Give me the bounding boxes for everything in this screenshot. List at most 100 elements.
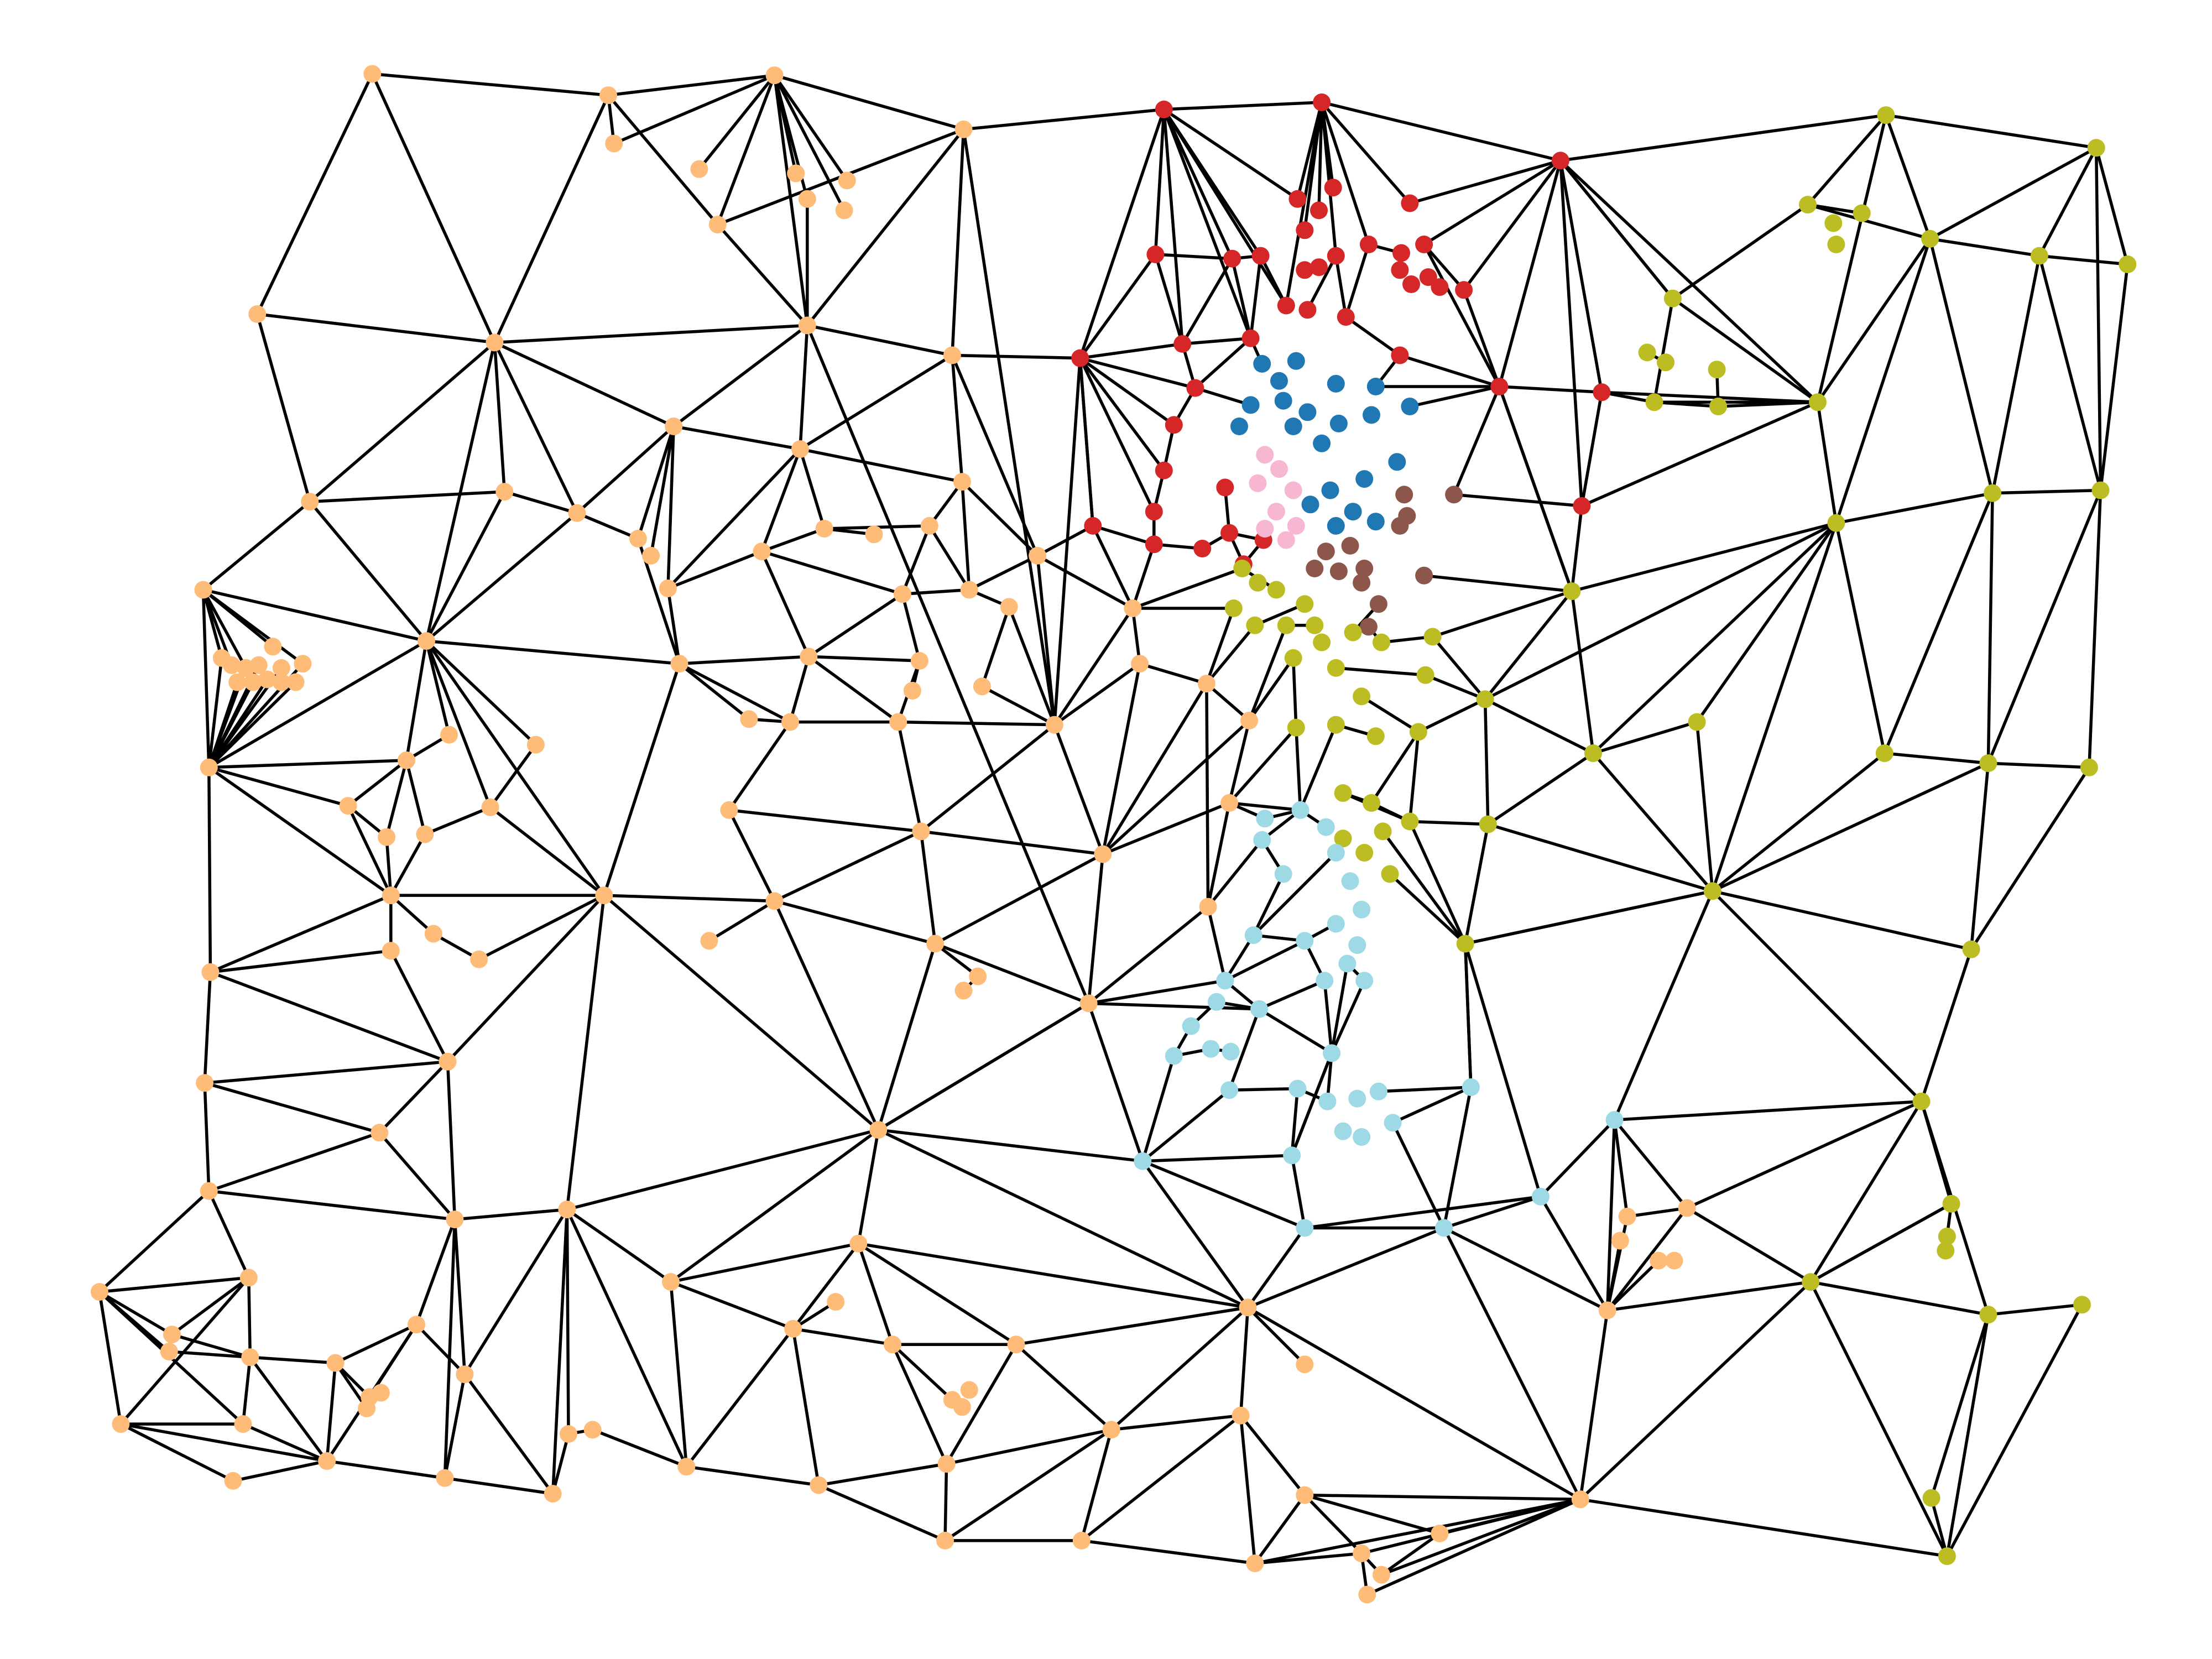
graph-edge bbox=[1053, 723, 1105, 856]
graph-node-orange bbox=[973, 677, 991, 696]
graph-node-orange bbox=[470, 950, 488, 968]
graph-edge bbox=[119, 1422, 235, 1483]
graph-node-olive bbox=[2119, 255, 2137, 273]
graph-edge bbox=[1711, 752, 1886, 893]
graph-edge bbox=[1087, 979, 1227, 1005]
graph-edge bbox=[1228, 1087, 1300, 1092]
graph-node-brown bbox=[1359, 618, 1378, 636]
graph-node-orange bbox=[1598, 1301, 1616, 1319]
graph-node-orange bbox=[953, 473, 971, 491]
graph-node-olive bbox=[1938, 1547, 1956, 1566]
graph-node-orange bbox=[665, 418, 683, 435]
graph-edge bbox=[857, 1128, 880, 1245]
graph-edge bbox=[201, 500, 312, 592]
graph-node-cyan bbox=[1384, 1114, 1402, 1132]
graph-node-orange bbox=[363, 65, 382, 83]
graph-edge bbox=[1101, 719, 1251, 856]
graph-node-olive bbox=[1912, 1092, 1931, 1110]
graph-node-orange bbox=[740, 710, 758, 728]
graph-edge bbox=[2099, 263, 2130, 492]
graph-edge bbox=[1486, 822, 1714, 893]
graph-edge bbox=[1101, 662, 1141, 856]
graph-edge bbox=[1483, 589, 1574, 701]
edge-layer bbox=[98, 72, 2130, 1597]
graph-node-olive bbox=[1284, 649, 1302, 667]
graph-edge bbox=[901, 592, 921, 662]
graph-edge bbox=[1417, 697, 1487, 734]
graph-node-orange bbox=[662, 1273, 680, 1291]
graph-edge bbox=[415, 1218, 457, 1326]
graph-node-orange bbox=[372, 1384, 390, 1402]
graph-edge bbox=[637, 425, 675, 540]
graph-node-orange bbox=[720, 801, 738, 819]
graph-node-orange bbox=[163, 1326, 181, 1344]
graph-edge bbox=[1613, 889, 1714, 1121]
graph-edge bbox=[425, 639, 606, 897]
graph-edge bbox=[1559, 159, 1604, 394]
graph-edge bbox=[565, 894, 606, 1211]
graph-node-orange bbox=[1072, 1531, 1091, 1550]
graph-edge bbox=[425, 639, 538, 747]
graph-node-olive bbox=[1938, 1227, 1956, 1245]
graph-edge bbox=[1249, 254, 1262, 340]
graph-node-orange bbox=[659, 580, 677, 597]
graph-node-orange bbox=[416, 825, 434, 843]
graph-edge bbox=[1091, 524, 1135, 610]
graph-edge bbox=[453, 1208, 569, 1221]
graph-node-orange bbox=[398, 751, 415, 769]
graph-edge bbox=[443, 1373, 467, 1480]
graph-node-orange bbox=[884, 1335, 901, 1354]
graph-edge bbox=[1303, 1493, 1442, 1535]
graph-edge bbox=[1483, 697, 1595, 755]
graph-edge bbox=[791, 1327, 821, 1487]
graph-edge bbox=[672, 324, 809, 428]
graph-node-cyan bbox=[1462, 1078, 1480, 1096]
graph-node-blue bbox=[1327, 517, 1345, 535]
graph-node-orange bbox=[249, 656, 268, 674]
graph-edge bbox=[1463, 942, 1473, 1089]
graph-node-orange bbox=[241, 1348, 259, 1366]
graph-node-olive bbox=[1875, 744, 1893, 763]
graph-edge bbox=[1605, 1206, 1689, 1312]
graph-node-orange bbox=[910, 652, 928, 670]
graph-node-red bbox=[1573, 497, 1591, 515]
graph-edge bbox=[1014, 1306, 1250, 1346]
graph-edge bbox=[685, 1327, 795, 1468]
graph-edge bbox=[1559, 159, 1674, 300]
graph-edge bbox=[1239, 1413, 1257, 1565]
graph-node-orange bbox=[248, 305, 267, 323]
graph-edge bbox=[1380, 1498, 1582, 1577]
graph-edge bbox=[1986, 492, 1994, 765]
graph-edge bbox=[773, 74, 966, 131]
graph-node-orange bbox=[1571, 1490, 1589, 1509]
graph-edge bbox=[857, 1242, 1018, 1346]
graph-node-orange bbox=[1678, 1199, 1696, 1217]
graph-edge bbox=[1580, 390, 1604, 508]
graph-edge bbox=[1251, 872, 1285, 937]
graph-edge bbox=[962, 108, 1166, 131]
graph-edge bbox=[951, 353, 964, 483]
graph-node-blue bbox=[1270, 372, 1288, 390]
graph-node-orange bbox=[937, 1455, 956, 1473]
graph-edge bbox=[1248, 656, 1295, 722]
graph-edge bbox=[928, 480, 964, 528]
graph-edge bbox=[1809, 1280, 1949, 1558]
graph-edge bbox=[760, 550, 904, 596]
graph-edge bbox=[378, 1060, 450, 1135]
graph-edge bbox=[1816, 400, 1838, 525]
graph-node-olive bbox=[1802, 1273, 1820, 1291]
graph-node-olive bbox=[1334, 784, 1352, 802]
graph-node-olive bbox=[1249, 573, 1267, 592]
graph-edge bbox=[1303, 1195, 1542, 1230]
graph-edge bbox=[346, 804, 393, 897]
graph-node-orange bbox=[1045, 716, 1063, 734]
graph-node-red bbox=[1415, 236, 1433, 253]
graph-edge bbox=[308, 500, 428, 643]
graph-edge bbox=[1442, 1226, 1609, 1312]
graph-node-orange bbox=[408, 1316, 425, 1334]
graph-edge bbox=[1246, 1306, 1307, 1366]
graph-edge bbox=[551, 1432, 570, 1495]
graph-edge bbox=[1080, 1413, 1243, 1542]
graph-node-orange bbox=[815, 520, 833, 538]
graph-edge bbox=[669, 1242, 860, 1284]
